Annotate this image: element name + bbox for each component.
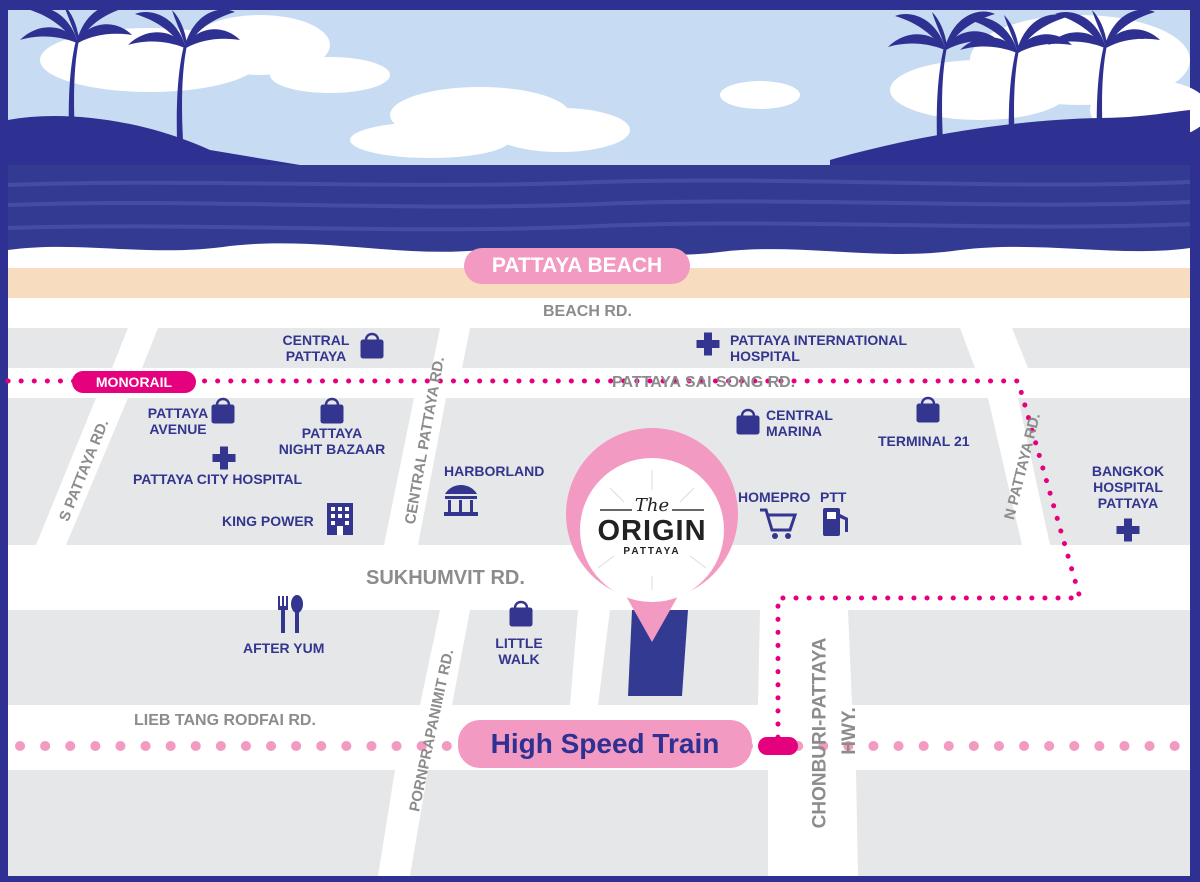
building-icon: [327, 503, 353, 535]
poi-homepro: HOMEPRO: [738, 489, 811, 505]
poi-line: CENTRAL: [282, 332, 350, 348]
poi-line: PATTAYA INTERNATIONAL: [730, 332, 908, 348]
poi-line: NIGHT BAZAAR: [278, 441, 386, 457]
poi-line: BANGKOK: [1091, 463, 1165, 479]
monorail-line: [5, 378, 1084, 749]
road-label-sai-song: PATTAYA SAI SONG RD.: [612, 374, 796, 391]
poi-line: WALK: [498, 651, 540, 667]
pavilion-icon: [444, 485, 478, 516]
island-left: [8, 115, 300, 170]
poi-pattaya-city-hospital: PATTAYA CITY HOSPITAL: [133, 471, 303, 487]
poi-line: PATTAYA: [301, 425, 363, 441]
poi-terminal-21: TERMINAL 21: [878, 433, 970, 449]
poi-king-power: KING POWER: [222, 513, 314, 529]
road-label-sukhumvit: SUKHUMVIT RD.: [366, 567, 525, 589]
poi-little-walk: LITTLE WALK: [488, 635, 550, 667]
fuel-pump-icon: [823, 508, 848, 536]
cart-wheels: [772, 533, 791, 539]
road-label-lieb-tang: LIEB TANG RODFAI RD.: [134, 712, 316, 729]
origin-starburst: [597, 470, 707, 590]
beach-label: PATTAYA BEACH: [464, 248, 690, 284]
poi-pattaya-avenue: PATTAYA AVENUE: [140, 405, 216, 437]
poi-line: LITTLE: [495, 635, 543, 651]
monorail-badge: MONORAIL: [72, 371, 196, 393]
poi-pattaya-international-hospital: PATTAYA INTERNATIONAL HOSPITAL: [730, 332, 907, 364]
origin-logo-city: PATTAYA: [623, 546, 681, 557]
origin-building: [628, 610, 688, 696]
poi-pattaya-night-bazaar: PATTAYA NIGHT BAZAAR: [270, 425, 394, 457]
poi-after-yum: AFTER YUM: [243, 640, 325, 656]
poi-bangkok-hospital-pattaya: BANGKOK HOSPITAL PATTAYA: [1086, 463, 1170, 511]
shopping-cart-icon: [760, 508, 798, 532]
road-label-chonburi-hwy: HWY.: [838, 707, 860, 755]
poi-central-pattaya: CENTRAL PATTAYA: [278, 332, 354, 364]
poi-line: HOSPITAL: [730, 348, 800, 364]
poi-line: HOSPITAL: [1093, 479, 1163, 495]
origin-logo: The ORIGIN PATTAYA: [580, 496, 724, 558]
poi-line: PATTAYA: [147, 405, 209, 421]
high-speed-train-label: High Speed Train: [458, 720, 752, 768]
train-station-marker: [758, 737, 798, 755]
road-label-chonburi-pattaya: CHONBURI-PATTAYA: [809, 637, 831, 829]
poi-line: AVENUE: [149, 421, 207, 437]
fork-spoon-icon: [278, 595, 303, 633]
road-label-beach-rd: BEACH RD.: [543, 303, 632, 320]
origin-logo-the: The: [634, 495, 670, 516]
poi-line: CENTRAL: [766, 407, 833, 423]
poi-ptt: PTT: [820, 489, 847, 505]
poi-line: MARINA: [766, 423, 822, 439]
poi-line: PATTAYA: [1097, 495, 1159, 511]
waves: [7, 178, 1191, 232]
clouds: [40, 15, 1200, 158]
poi-line: PATTAYA: [285, 348, 347, 364]
poi-harborland: HARBORLAND: [444, 463, 545, 479]
poi-central-marina: CENTRAL MARINA: [766, 407, 833, 439]
origin-logo-name: ORIGIN: [597, 515, 707, 547]
